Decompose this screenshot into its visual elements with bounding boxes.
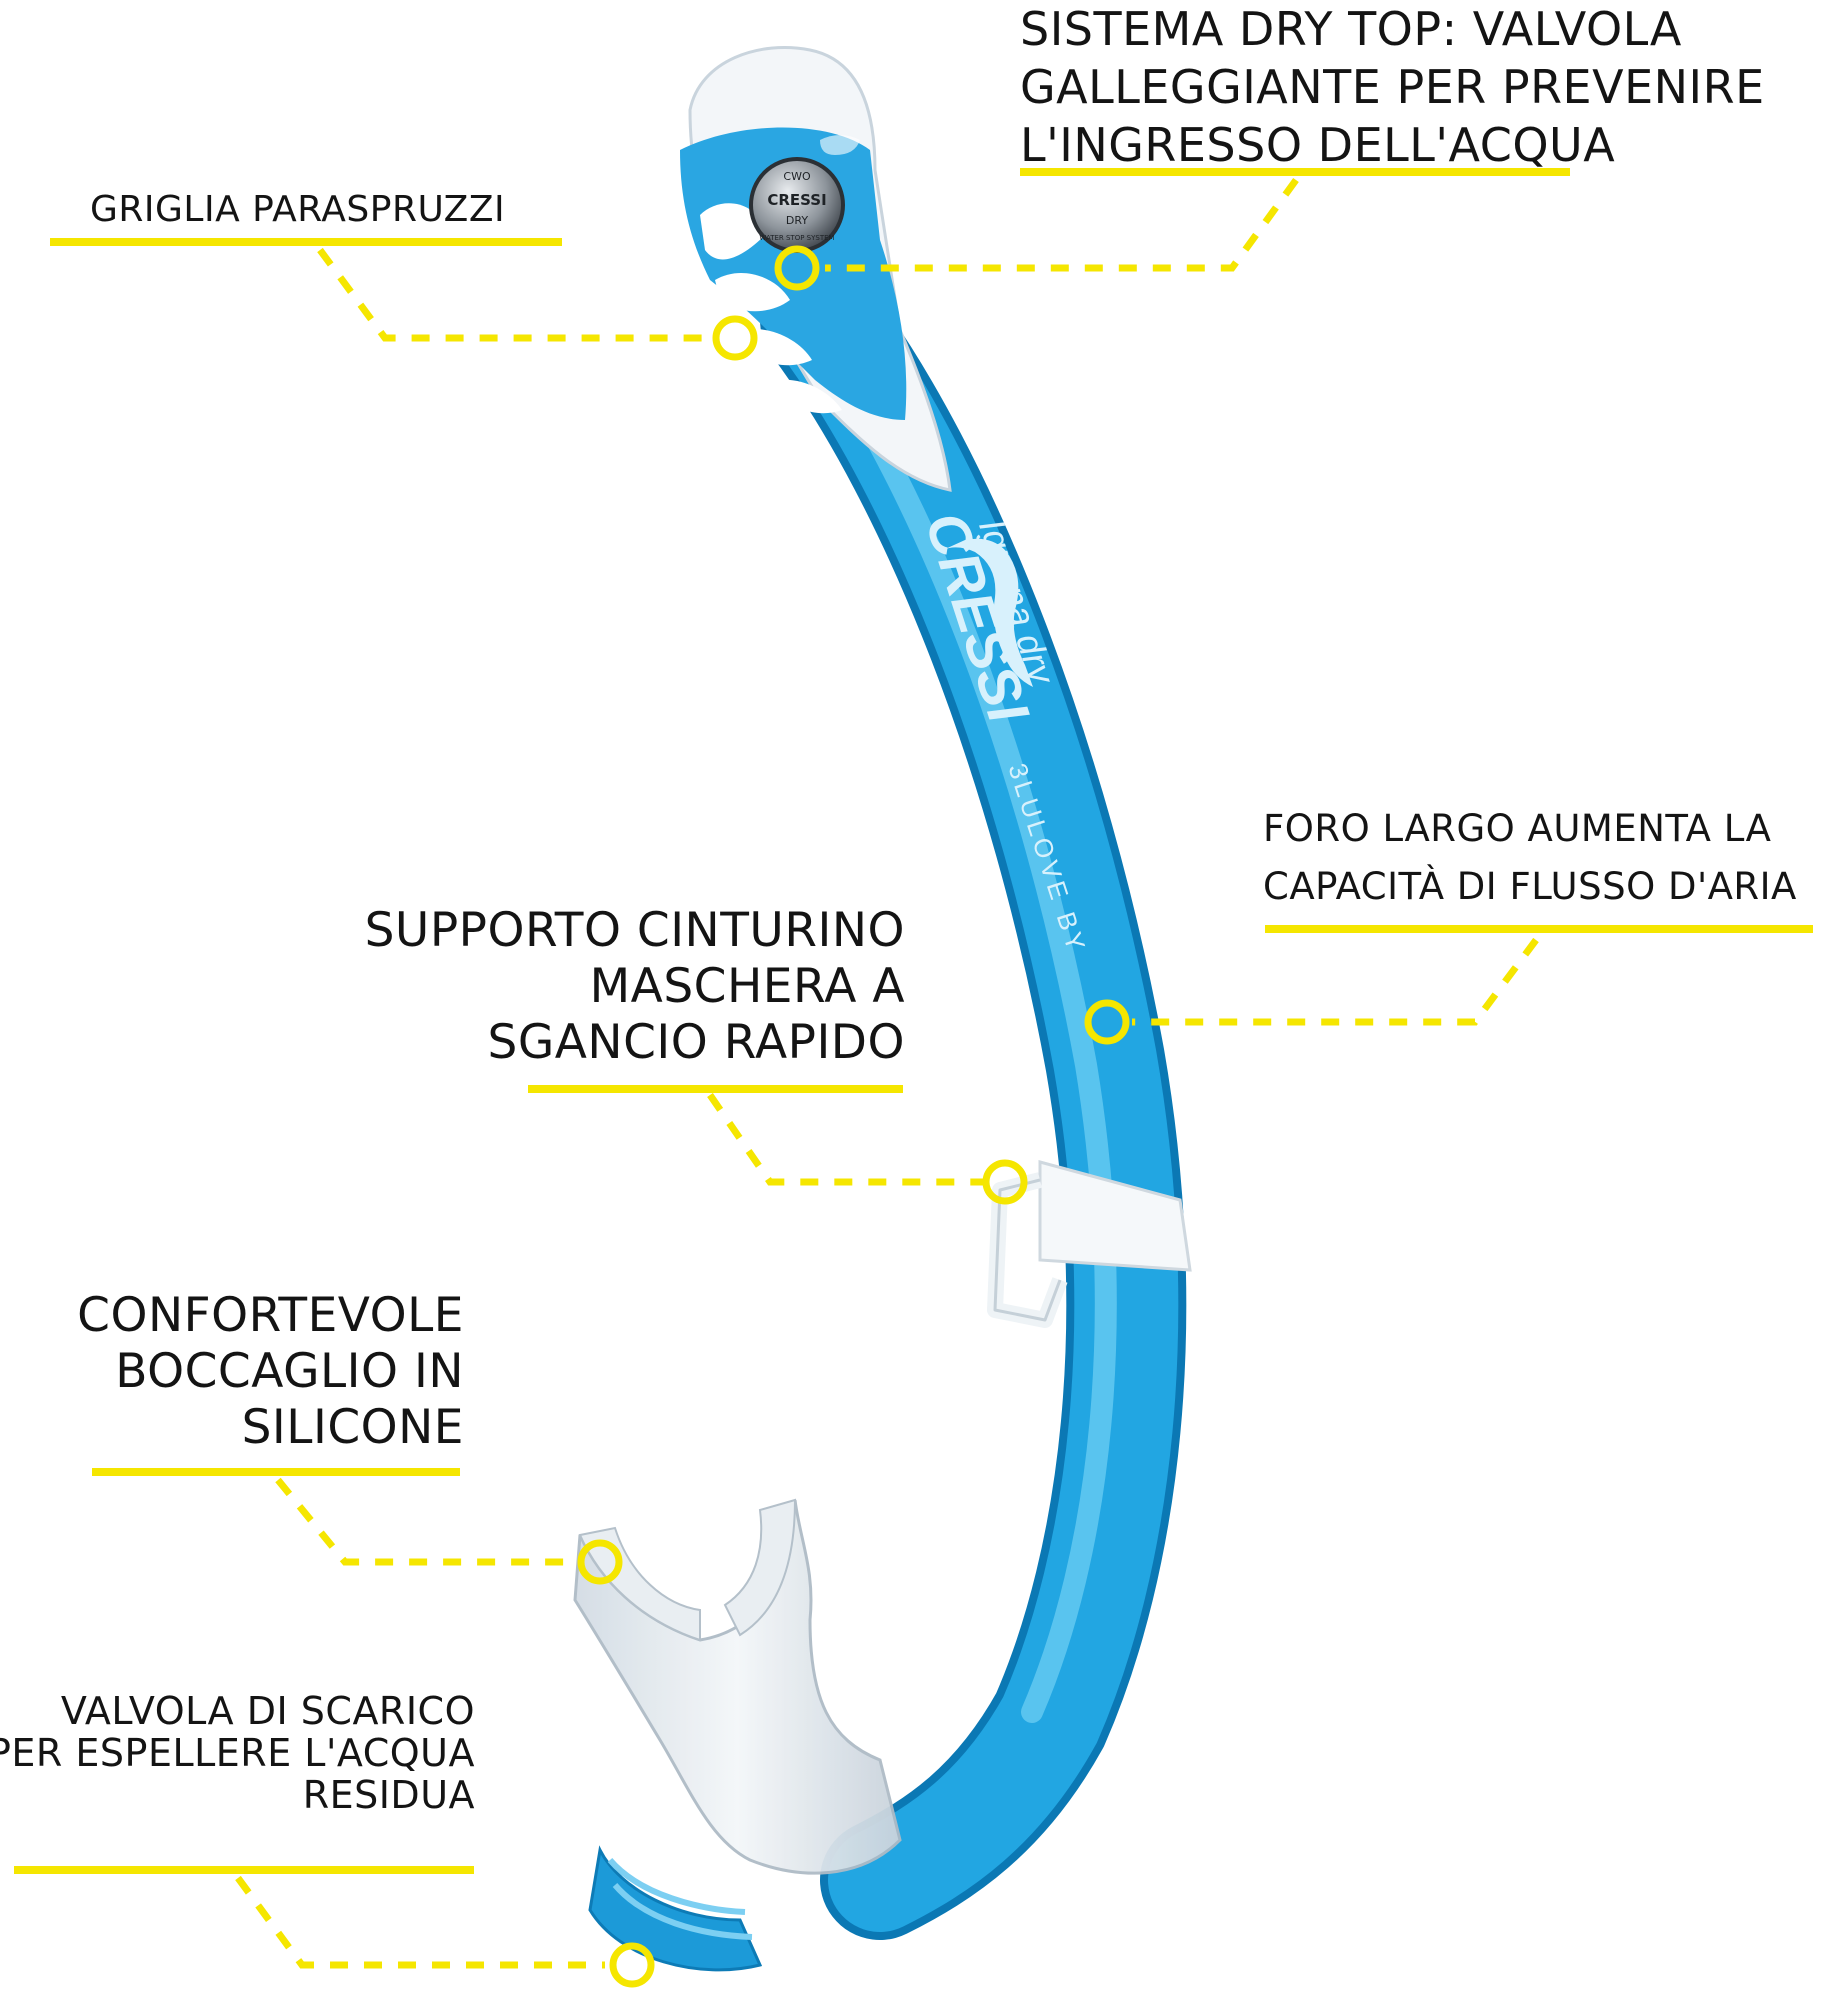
label-line: PER ESPELLERE L'ACQUA	[0, 1731, 475, 1775]
label-line: BOCCAGLIO IN	[115, 1344, 464, 1399]
label-line: SISTEMA DRY TOP: VALVOLA	[1020, 2, 1682, 56]
callout-dry-top-label: SISTEMA DRY TOP: VALVOLA GALLEGGIANTE PE…	[1020, 0, 1765, 174]
mouthpiece	[573, 1498, 902, 1972]
dry-valve-badge: CWO CRESSI DRY WATER STOP SYSTEM	[749, 157, 845, 253]
callout-leaders	[235, 177, 1539, 1969]
underline-wide-bore	[1265, 925, 1813, 933]
callout-strap-holder-label: SUPPORTO CINTURINO MASCHERA A SGANCIO RA…	[365, 903, 905, 1071]
label-line: VALVOLA DI SCARICO	[60, 1689, 475, 1733]
label-underlines	[14, 168, 1813, 1874]
leader-dry-top	[825, 177, 1299, 272]
svg-text:DRY: DRY	[786, 214, 808, 227]
underline-dry-top	[1020, 168, 1570, 176]
label-line: SILICONE	[241, 1400, 464, 1455]
leader-wide-bore	[1132, 937, 1539, 1026]
callout-purge-valve-label: VALVOLA DI SCARICO PER ESPELLERE L'ACQUA…	[0, 1690, 475, 1816]
svg-text:CWO: CWO	[783, 170, 811, 183]
label-line: GALLEGGIANTE PER PREVENIRE	[1020, 60, 1765, 114]
label-line: MASCHERA A	[589, 959, 905, 1014]
label-line: CAPACITÀ DI FLUSSO D'ARIA	[1263, 865, 1797, 908]
strap-clip	[987, 1160, 1192, 1328]
underline-strap-holder	[528, 1085, 903, 1093]
svg-text:WATER STOP SYSTEM: WATER STOP SYSTEM	[759, 234, 834, 242]
callout-wide-bore-label: FORO LARGO AUMENTA LA CAPACITÀ DI FLUSSO…	[1263, 800, 1797, 916]
label-line: SUPPORTO CINTURINO	[364, 903, 905, 958]
marker-wide-bore	[1084, 999, 1130, 1045]
leader-mouthpiece	[275, 1477, 580, 1566]
label-line: CONFORTEVOLE	[77, 1288, 464, 1343]
marker-strap-holder	[982, 1159, 1028, 1205]
underline-purge-valve	[14, 1866, 474, 1874]
lizard-icon	[943, 538, 1033, 687]
label-line: RESIDUA	[302, 1773, 475, 1817]
underline-splash-grid	[50, 238, 562, 246]
callout-splash-grid-label: GRIGLIA PARASPRUZZI	[90, 182, 505, 238]
underline-mouthpiece	[92, 1468, 460, 1476]
leader-strap-holder	[707, 1093, 985, 1186]
marker-purge-valve	[609, 1942, 655, 1988]
leader-splash-grid	[317, 247, 715, 342]
callout-markers	[577, 245, 1130, 1988]
svg-text:CRESSI: CRESSI	[767, 191, 826, 209]
dry-top-head	[680, 46, 952, 492]
callout-mouthpiece-label: CONFORTEVOLE BOCCAGLIO IN SILICONE	[77, 1288, 464, 1456]
label-line: FORO LARGO AUMENTA LA	[1263, 807, 1772, 850]
marker-mouthpiece	[577, 1539, 623, 1585]
label-line: GRIGLIA PARASPRUZZI	[90, 189, 506, 230]
marker-splash-grid	[712, 315, 758, 361]
marker-dry-top	[774, 245, 820, 291]
leader-purge-valve	[235, 1875, 605, 1969]
label-line: SGANCIO RAPIDO	[487, 1015, 905, 1070]
label-line: L'INGRESSO DELL'ACQUA	[1020, 118, 1616, 172]
